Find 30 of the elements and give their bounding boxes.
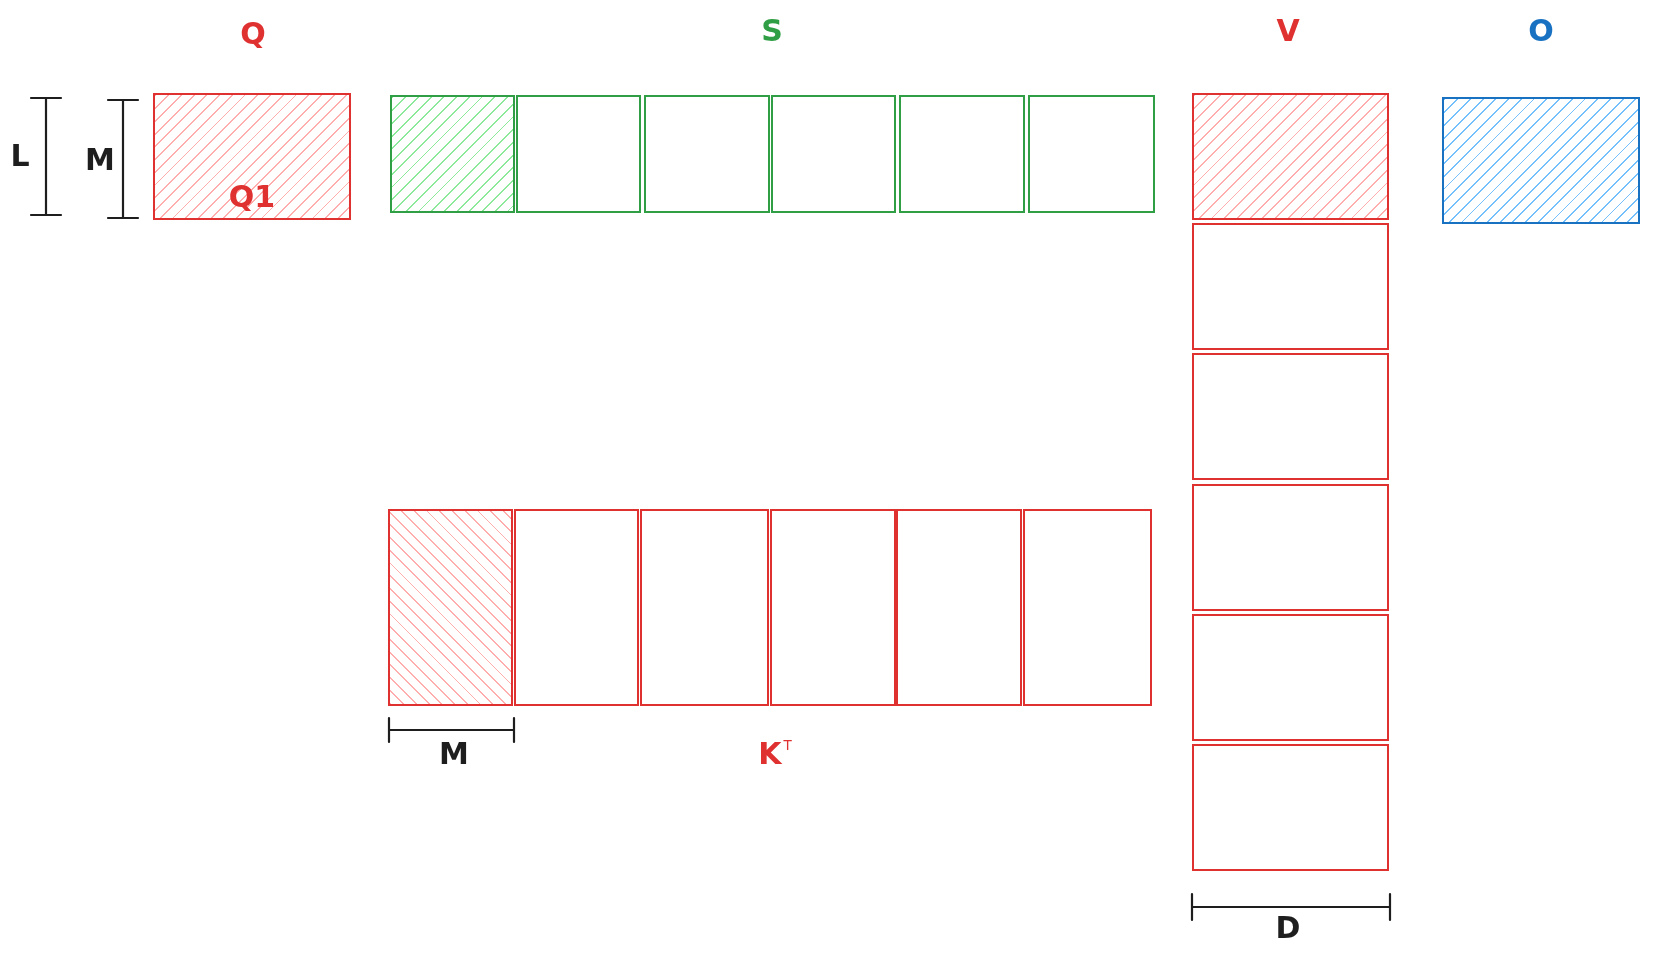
matrix-block — [1192, 614, 1389, 741]
matrix-block — [899, 95, 1025, 213]
hatched-block — [153, 93, 351, 220]
matrix-label: S — [761, 16, 783, 46]
hatched-block — [1192, 93, 1389, 220]
matrix-block — [1192, 223, 1389, 350]
matrix-block — [514, 509, 639, 706]
matrix-block — [516, 95, 641, 213]
dimension-label: D — [1275, 913, 1301, 943]
matrix-block — [771, 95, 896, 213]
hatched-block — [1442, 97, 1640, 224]
dimension-label: M — [85, 145, 115, 175]
matrix-block — [1023, 509, 1152, 706]
matrix-block — [770, 509, 896, 706]
matrix-label: K$^{T}$ — [758, 738, 792, 770]
hatched-block — [388, 509, 513, 706]
matrix-label: O — [1528, 16, 1554, 46]
matrix-block — [1192, 484, 1389, 611]
matrix-label: Q — [240, 19, 266, 49]
hatched-block — [390, 95, 515, 213]
matrix-block — [896, 509, 1022, 706]
block-label: Q1 — [228, 182, 276, 212]
matrix-block — [644, 95, 770, 213]
matrix-block — [1192, 353, 1389, 480]
matrix-block — [640, 509, 769, 706]
matrix-block — [1192, 744, 1389, 871]
matrix-label: V — [1276, 16, 1300, 46]
dimension-label: L — [10, 141, 30, 171]
matrix-block — [1028, 95, 1155, 213]
dimension-label: M — [439, 739, 469, 769]
